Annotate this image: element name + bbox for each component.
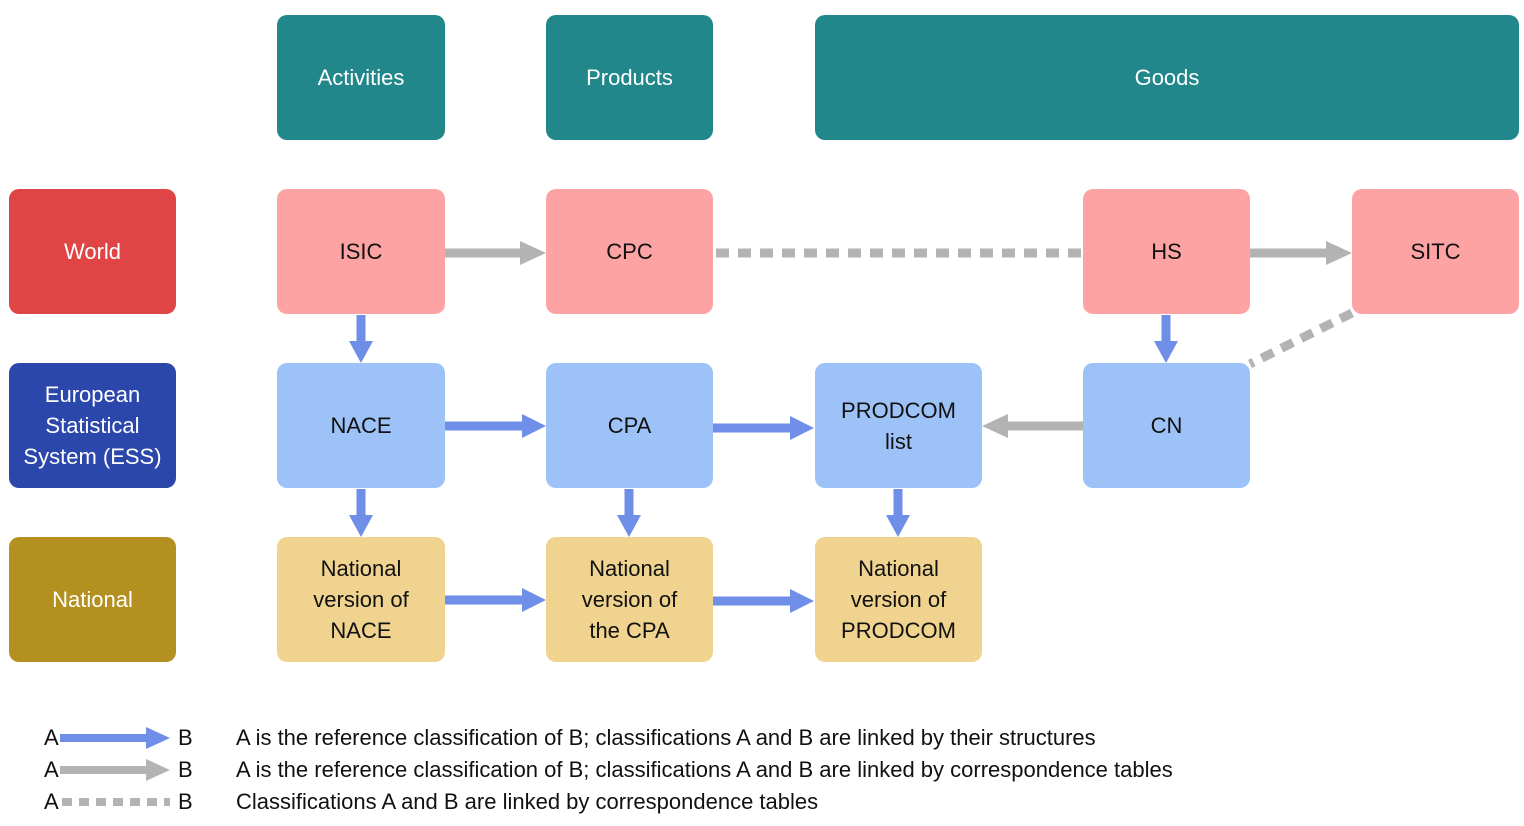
node-sitc: SITC: [1352, 189, 1519, 314]
legend-a: A: [44, 757, 59, 782]
legend-row-dotted: A B Classifications A and B are linked b…: [0, 787, 1524, 817]
node-national-nace-label: National version of NACE: [313, 556, 409, 643]
level-ess-label: European Statistical System (ESS): [23, 382, 162, 469]
structure-arrow-cpa-prodcom: [713, 416, 814, 440]
header-goods: Goods: [815, 15, 1519, 140]
structure-arrow-nace-national: [349, 489, 373, 537]
legend-row-correspondence: A B A is the reference classification of…: [0, 755, 1524, 785]
level-world-label: World: [63, 239, 122, 264]
structure-arrow-cpa-national: [617, 489, 641, 537]
node-cpa: CPA: [546, 363, 713, 488]
legend-text-dotted: Classifications A and B are linked by co…: [236, 789, 819, 814]
legend-a: A: [44, 789, 59, 814]
structure-arrow-national-cpa-prodcom: [713, 589, 814, 613]
structure-arrow-isic-nace: [349, 315, 373, 363]
node-national-cpa-label: National version of the CPA: [581, 556, 678, 643]
legend-b: B: [178, 725, 193, 750]
node-cpc: CPC: [546, 189, 713, 314]
level-ess: European Statistical System (ESS): [9, 363, 176, 488]
legend-row-structure: A B A is the reference classification of…: [0, 723, 1524, 753]
node-nace-label: NACE: [330, 413, 392, 438]
legend-correspondence-arrow: [60, 759, 170, 781]
legend-a: A: [44, 725, 59, 750]
node-national-prodcom: National version of PRODCOM: [815, 537, 982, 662]
header-goods-label: Goods: [1134, 65, 1200, 90]
header-products-label: Products: [586, 65, 673, 90]
legend-dotted-link: [62, 798, 170, 806]
level-world: World: [9, 189, 176, 314]
structure-arrow-prodcom-national: [886, 489, 910, 537]
node-cn-label: CN: [1150, 413, 1183, 438]
correspondence-arrow-hs-sitc: [1250, 241, 1352, 265]
node-isic: ISIC: [277, 189, 445, 314]
correspondence-arrow-cn-prodcom: [982, 414, 1083, 438]
node-hs: HS: [1083, 189, 1250, 314]
header-activities-label: Activities: [317, 65, 405, 90]
legend-structure-arrow: [60, 727, 170, 749]
node-prodcom-list: PRODCOM list: [815, 363, 982, 488]
level-national-label: National: [52, 587, 133, 612]
header-products: Products: [546, 15, 713, 140]
structure-arrow-hs-cn: [1154, 315, 1178, 363]
legend-b: B: [178, 757, 193, 782]
correspondence-arrow-isic-cpc: [445, 241, 546, 265]
node-prodcom-list-label: PRODCOM list: [841, 397, 956, 454]
structure-arrow-national-nace-cpa: [445, 588, 546, 612]
structure-arrow-nace-cpa: [445, 414, 546, 438]
level-national: National: [9, 537, 176, 662]
node-sitc-label: SITC: [1410, 239, 1461, 264]
node-national-cpa: National version of the CPA: [546, 537, 713, 662]
legend-b: B: [178, 789, 193, 814]
legend-text-structure: A is the reference classification of B; …: [236, 725, 1096, 750]
node-cpa-label: CPA: [607, 413, 652, 438]
node-national-prodcom-label: National version of PRODCOM: [841, 556, 956, 643]
node-isic-label: ISIC: [339, 239, 383, 264]
node-cn: CN: [1083, 363, 1250, 488]
node-cpc-label: CPC: [606, 239, 653, 264]
header-activities: Activities: [277, 15, 445, 140]
node-nace: NACE: [277, 363, 445, 488]
node-hs-label: HS: [1151, 239, 1182, 264]
node-national-nace: National version of NACE: [277, 537, 445, 662]
legend-text-correspondence: A is the reference classification of B; …: [236, 757, 1173, 782]
dotted-link-sitc-cn: [1247, 308, 1355, 369]
